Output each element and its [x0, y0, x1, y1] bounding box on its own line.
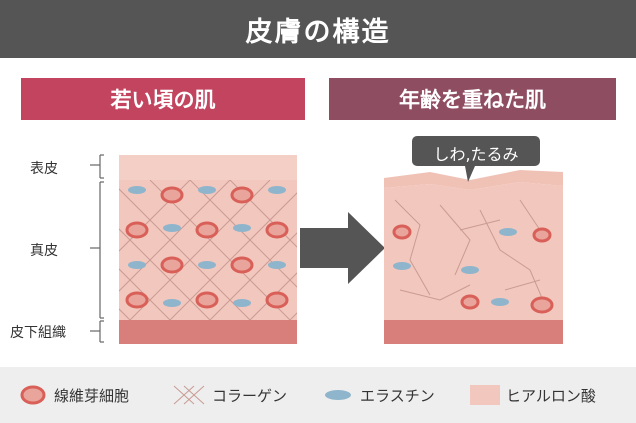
- elastin-icon: [325, 390, 351, 400]
- title-bar: 皮膚の構造: [0, 0, 636, 58]
- young-collagen-lattice: [119, 180, 297, 320]
- fibroblast-icon: [20, 385, 46, 405]
- aged-skin-header: 年齢を重ねた肌: [329, 78, 616, 120]
- legend-elastin: エラスチン: [322, 384, 435, 406]
- young-epidermis: [119, 155, 297, 180]
- page-title: 皮膚の構造: [245, 16, 391, 48]
- legend: 線維芽細胞 コラーゲン エラスチン ヒアルロン酸: [0, 367, 636, 423]
- label-subcutaneous: 皮下組織: [10, 325, 66, 341]
- young-skin-header: 若い頃の肌: [21, 78, 305, 120]
- aged-epidermis: [384, 170, 563, 190]
- wrinkle-callout-text: しわ,たるみ: [433, 145, 519, 164]
- legend-hyaluronic: ヒアルロン酸: [470, 384, 596, 406]
- young-subcutaneous: [119, 320, 297, 344]
- aged-subcutaneous: [384, 320, 563, 344]
- aged-fibroblasts: [392, 224, 554, 314]
- aged-collagen-broken: [394, 199, 546, 306]
- label-epidermis: 表皮: [30, 161, 58, 177]
- aged-elastin: [393, 228, 517, 306]
- aged-skin-panel: [384, 170, 563, 344]
- hyaluronic-swatch: [470, 385, 500, 405]
- label-dermis: 真皮: [30, 243, 58, 259]
- young-elastin: [128, 186, 286, 307]
- layer-brackets: [90, 154, 104, 343]
- young-fibroblasts: [125, 186, 289, 309]
- legend-fibroblast: 線維芽細胞: [18, 384, 129, 406]
- wrinkle-callout-bubble: [412, 136, 540, 182]
- young-skin-panel: [119, 155, 297, 344]
- transition-arrow: [300, 212, 385, 284]
- legend-collagen: コラーゲン: [172, 384, 287, 406]
- collagen-icon: [173, 385, 205, 405]
- aged-dermis: [384, 182, 563, 320]
